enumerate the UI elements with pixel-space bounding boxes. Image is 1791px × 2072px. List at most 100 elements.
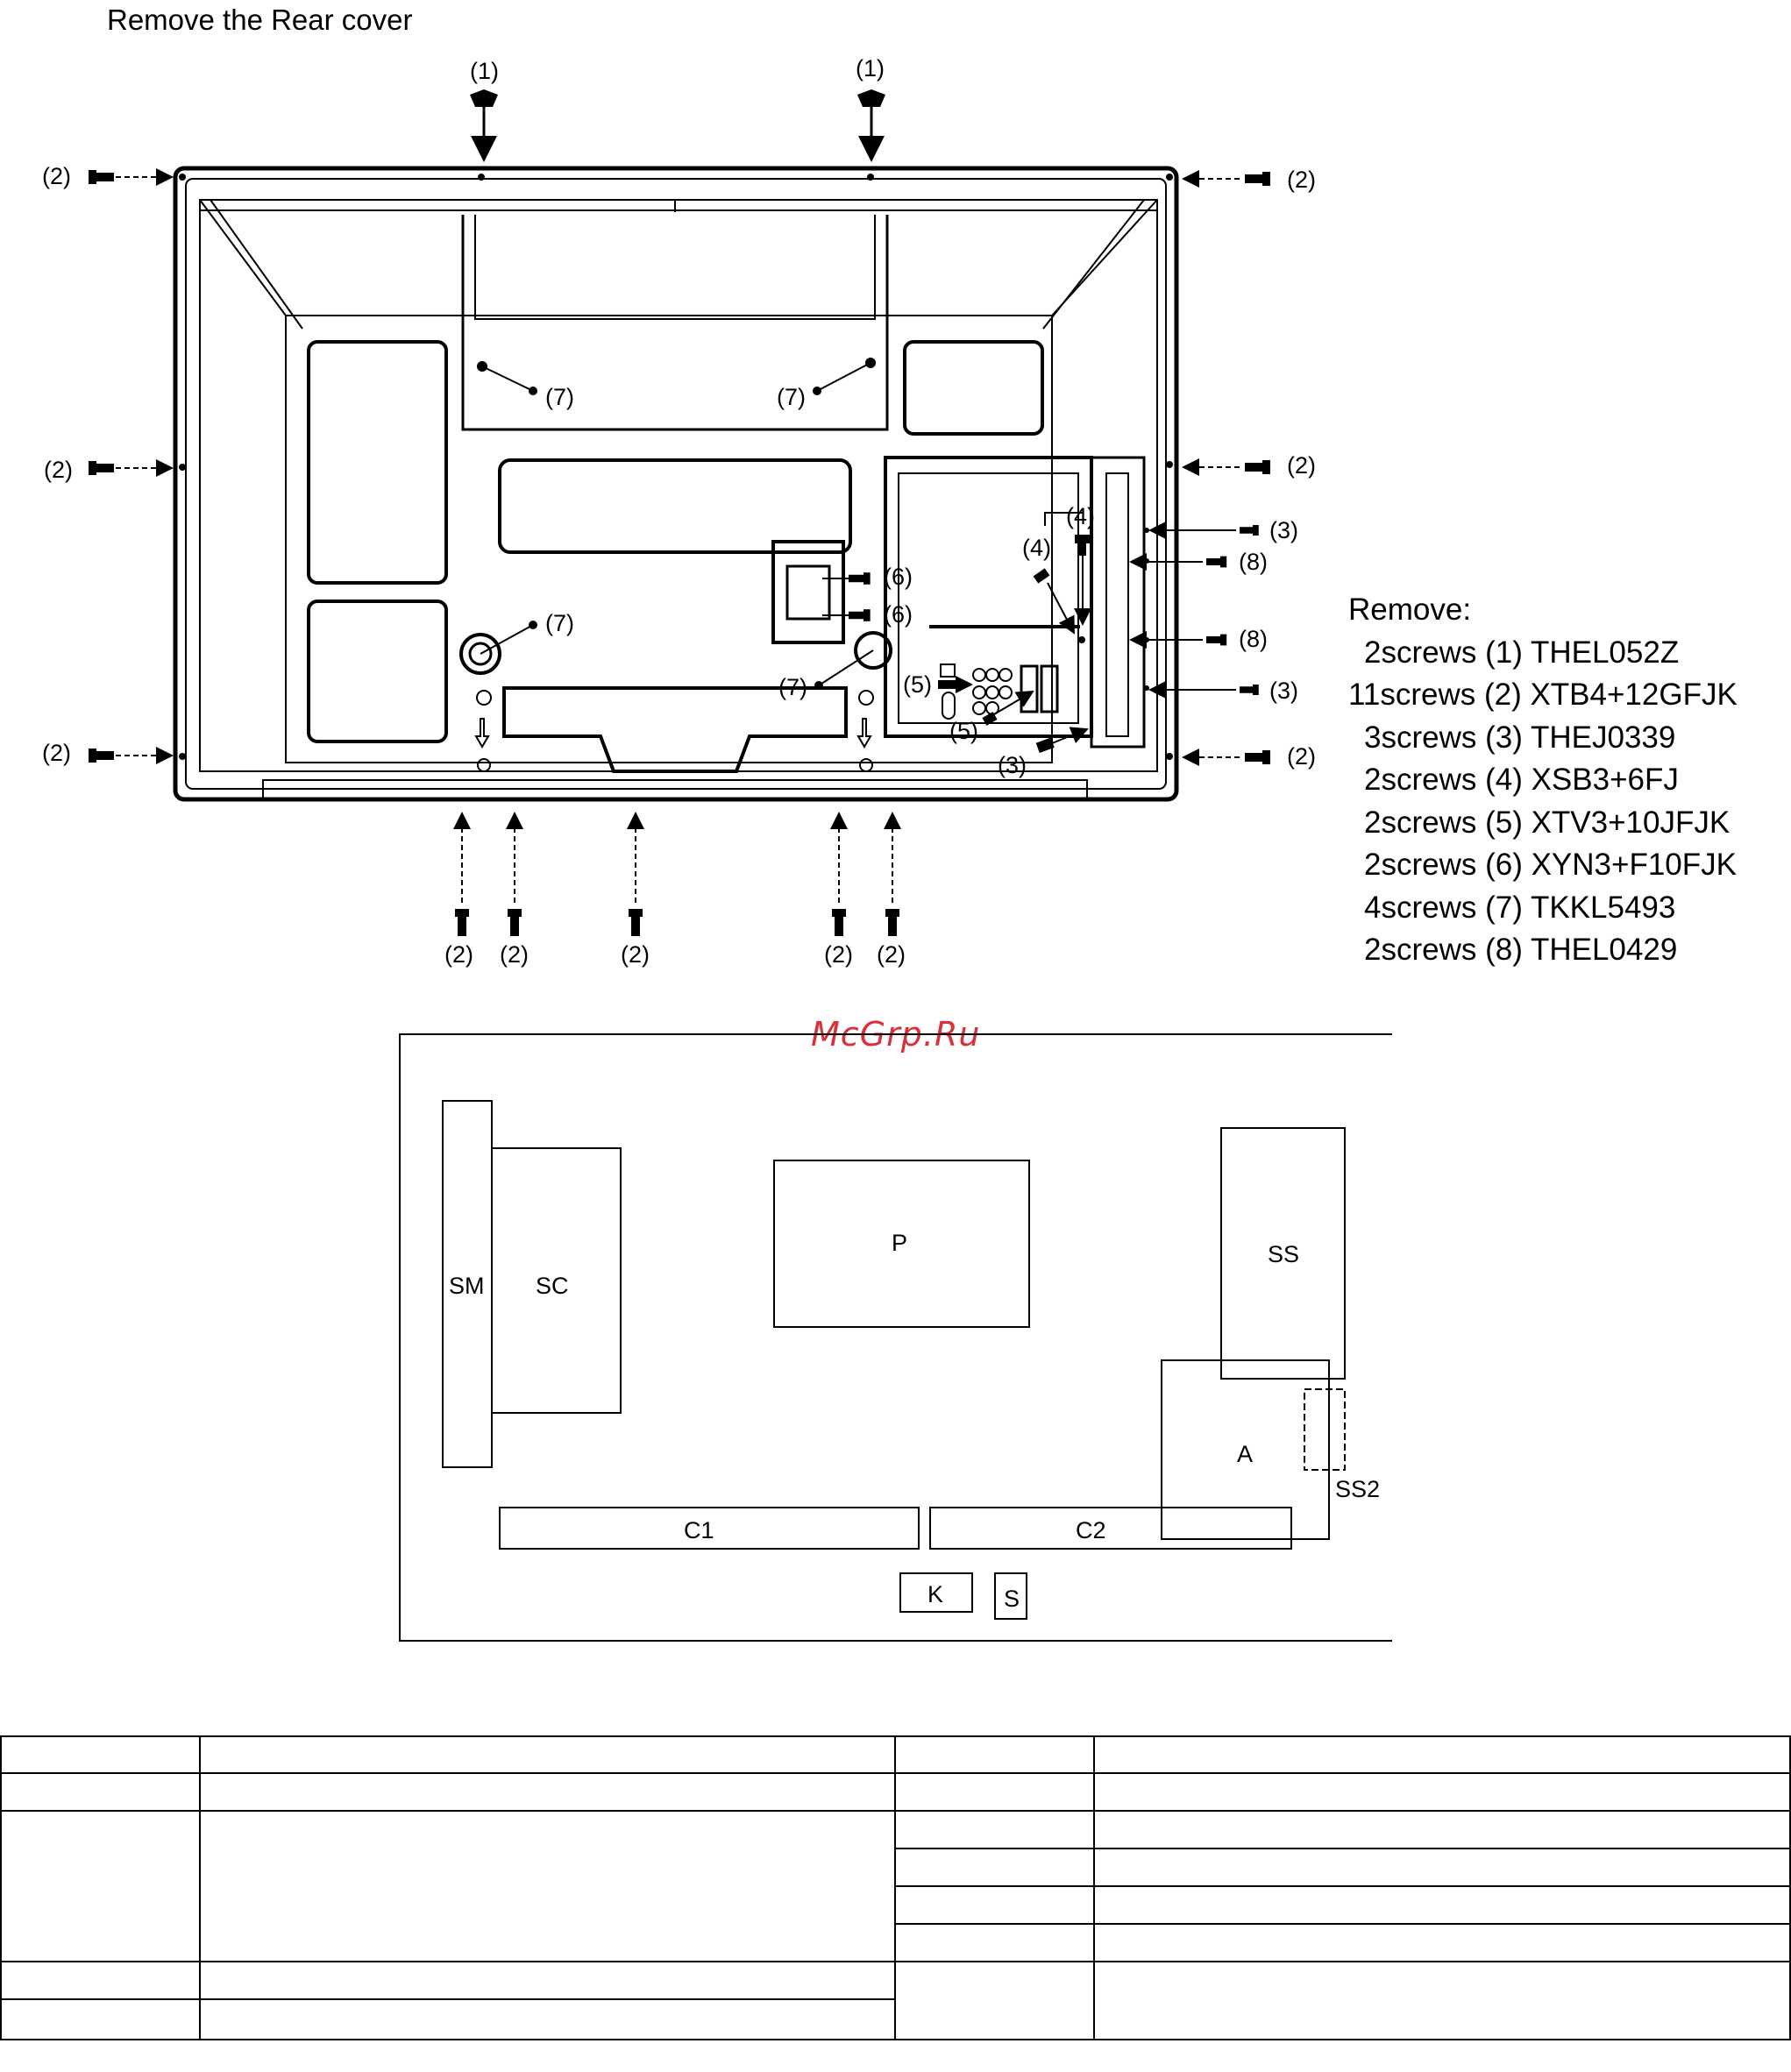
callout-2-bottom-1: (2) — [444, 941, 473, 968]
callout-8-upper: (8) — [1239, 549, 1268, 575]
callout-2-right-mid: (2) — [1287, 452, 1316, 479]
table-cell — [0, 1810, 201, 1962]
callout-3-upper: (3) — [1269, 517, 1298, 543]
screw-3-upper — [1148, 522, 1259, 539]
table-cell — [893, 1961, 1095, 2040]
label-k: K — [927, 1581, 943, 1607]
screw-2-bottom-3 — [627, 812, 644, 936]
screw-2-bottom-2 — [506, 812, 523, 936]
callout-2-bottom-4: (2) — [824, 941, 853, 968]
callout-2-right-bottom: (2) — [1287, 743, 1316, 770]
table-cell — [1092, 1772, 1791, 1812]
screw-2-bottom-1 — [453, 812, 471, 936]
screw-2-left-mid — [89, 459, 174, 477]
screw-8-lower — [1129, 631, 1227, 649]
label-sc: SC — [536, 1273, 569, 1299]
label-c1: C1 — [684, 1517, 714, 1543]
label-s: S — [1004, 1586, 1020, 1612]
board-layout-diagram: SM SC P SS A SS2 C1 C2 K S — [399, 1033, 1392, 1642]
table-cell — [893, 1923, 1095, 1962]
screw-8-upper — [1129, 553, 1227, 571]
callout-4-lower: (4) — [1022, 535, 1051, 561]
legend-row: 2screws (8) THEL0429 — [1364, 933, 1678, 967]
callout-4-upper: (4) — [1066, 503, 1095, 529]
label-ss: SS — [1268, 1241, 1299, 1267]
table-cell — [1092, 1885, 1791, 1925]
callout-1-left: (1) — [470, 58, 499, 84]
legend-row: 2screws (5) XTV3+10JFJK — [1364, 805, 1731, 840]
callout-1-right: (1) — [856, 55, 885, 82]
screw-1-left — [470, 89, 498, 162]
table-cell — [198, 1772, 896, 1812]
board-ss2 — [1304, 1388, 1346, 1471]
callout-7-mid-right: (7) — [778, 674, 807, 700]
screw-5-pair — [938, 676, 1034, 726]
board-sc — [491, 1147, 622, 1414]
table-cell — [893, 1735, 1095, 1774]
callout-8-lower: (8) — [1239, 626, 1268, 652]
legend-row: 2screws (1) THEL052Z — [1364, 635, 1680, 670]
callout-6-lower: (6) — [884, 601, 913, 628]
callout-7-mid-left: (7) — [545, 610, 574, 636]
board-p — [773, 1160, 1030, 1328]
table-cell — [198, 1961, 896, 2000]
label-p: P — [892, 1230, 907, 1256]
callout-3-bottom: (3) — [998, 752, 1027, 778]
callout-5-upper: (5) — [903, 671, 932, 698]
table-cell — [1092, 1848, 1791, 1887]
callout-2-right-top: (2) — [1287, 167, 1316, 193]
callout-6-upper: (6) — [884, 564, 913, 590]
board-a — [1161, 1359, 1330, 1540]
table-cell — [0, 1772, 201, 1812]
table-cell — [198, 1735, 896, 1774]
table-cell — [198, 1998, 896, 2040]
callout-2-bottom-5: (2) — [877, 941, 906, 968]
callout-3-lower: (3) — [1269, 678, 1298, 704]
table-cell — [893, 1885, 1095, 1925]
callout-5-lower: (5) — [949, 718, 978, 744]
table-cell — [198, 1810, 896, 1962]
screw-2-left-top — [89, 168, 174, 186]
label-a: A — [1237, 1441, 1253, 1467]
callout-2-bottom-2: (2) — [500, 941, 529, 968]
board-c1 — [499, 1507, 920, 1550]
parts-table — [0, 1735, 1791, 2040]
screw-4-pair — [1033, 512, 1091, 635]
table-cell — [0, 1998, 201, 2040]
legend-title: Remove: — [1348, 593, 1472, 627]
screw-2-right-top — [1182, 170, 1270, 188]
callout-7-top-right: (7) — [777, 384, 806, 410]
screw-2-left-bottom — [89, 747, 174, 764]
label-c2: C2 — [1076, 1517, 1106, 1543]
legend-row: 2screws (4) XSB3+6FJ — [1364, 763, 1679, 797]
screw-2-bottom-5 — [884, 812, 901, 936]
board-c2 — [929, 1507, 1292, 1550]
rear-cover-diagram: (1) (1) (2) (2) (2) (2) (2) (2) (2) (2) … — [42, 55, 1316, 968]
board-k — [899, 1572, 973, 1613]
screw-6-lower — [822, 609, 871, 621]
callout-2-left-mid: (2) — [44, 457, 73, 483]
legend-row: 2screws (6) XYN3+F10FJK — [1364, 848, 1737, 882]
table-cell — [893, 1810, 1095, 1849]
table-cell — [893, 1848, 1095, 1887]
label-sm: SM — [449, 1273, 485, 1299]
table-cell — [1092, 1923, 1791, 1962]
screw-2-right-bottom — [1182, 749, 1270, 766]
table-cell — [1092, 1810, 1791, 1849]
screw-2-right-mid — [1182, 458, 1270, 476]
callout-2-left-top: (2) — [42, 163, 71, 189]
table-cell — [1092, 1961, 1791, 2040]
callout-7-top-left: (7) — [545, 384, 574, 410]
callout-2-left-bottom: (2) — [42, 740, 71, 766]
screw-1-right — [857, 89, 885, 162]
tv-cabinet — [173, 166, 1179, 802]
legend-row: 4screws (7) TKKL5493 — [1364, 890, 1676, 925]
legend-row: 3screws (3) THEJ0339 — [1364, 720, 1676, 755]
page-heading: Remove the Rear cover — [107, 4, 413, 36]
callout-2-bottom-3: (2) — [621, 941, 650, 968]
table-cell — [1092, 1735, 1791, 1774]
label-ss2: SS2 — [1335, 1476, 1380, 1502]
table-cell — [0, 1735, 201, 1774]
screw-legend: Remove: 2screws (1) THEL052Z 11screws (2… — [1348, 589, 1738, 972]
screw-6-upper — [822, 572, 871, 585]
